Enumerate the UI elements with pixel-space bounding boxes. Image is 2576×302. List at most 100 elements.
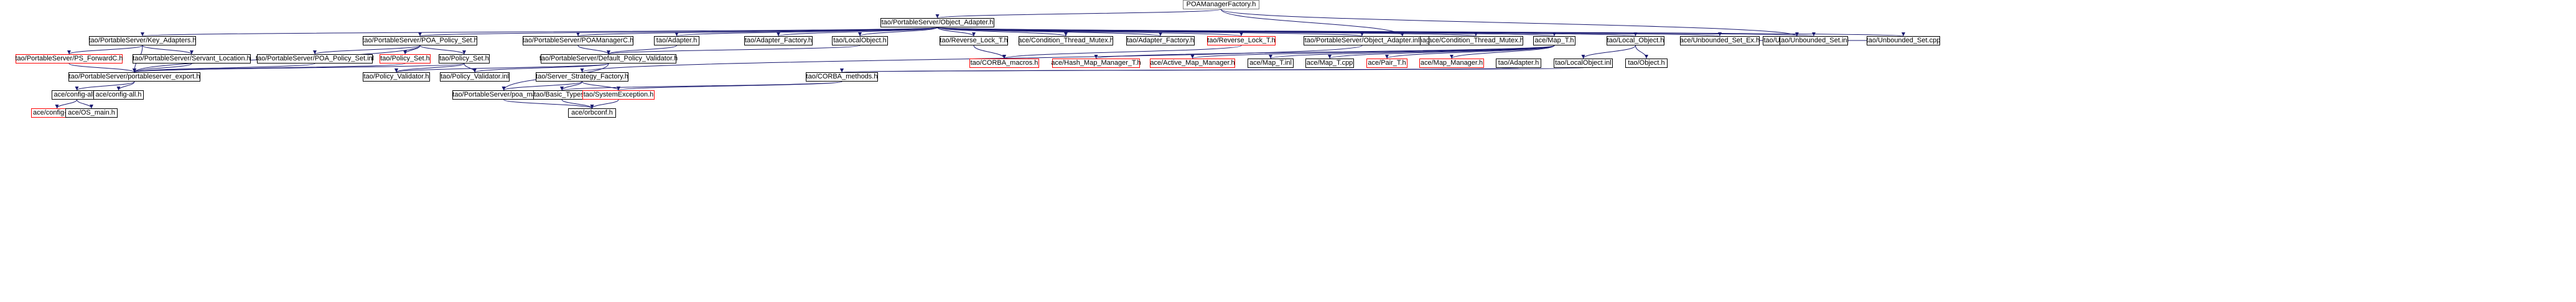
graph-node[interactable]: ace/Map_T.cpp	[1305, 59, 1354, 68]
graph-edge	[418, 27, 938, 37]
graph-edge	[77, 99, 93, 109]
graph-node[interactable]: tao/Local_Object.h	[1607, 36, 1664, 45]
graph-node[interactable]: tao/Policy_Set.h	[380, 54, 431, 64]
graph-edge	[68, 63, 136, 73]
graph-edge	[1328, 45, 1555, 59]
graph-node[interactable]: ace/Map_T.h	[1533, 36, 1575, 45]
graph-node[interactable]: POAManagerFactory.h	[1183, 0, 1259, 9]
graph-node[interactable]: tao/CORBA_methods.h	[806, 72, 878, 82]
graph-node[interactable]: tao/PortableServer/POA_Policy_Set.inl	[255, 54, 375, 64]
graph-node[interactable]: tao/PortableServer/Default_Policy_Valida…	[539, 54, 678, 64]
graph-node[interactable]: ace/Active_Map_Manager.h	[1150, 59, 1235, 68]
graph-edge	[1002, 45, 1242, 59]
graph-edge	[133, 63, 315, 73]
graph-node[interactable]: ace/Map_T.inl	[1248, 59, 1294, 68]
graph-edge	[582, 81, 620, 91]
graph-edge	[133, 63, 406, 73]
graph-edge	[937, 27, 1905, 37]
graph-node[interactable]: tao/SystemException.h	[582, 90, 655, 100]
graph-node[interactable]: tao/Adapter.h	[654, 36, 699, 45]
graph-edge	[937, 27, 1162, 37]
graph-node[interactable]: tao/Adapter.h	[1496, 59, 1541, 68]
graph-node[interactable]: tao/Adapter_Factory.h	[744, 36, 813, 45]
graph-edge	[607, 45, 861, 55]
graph-edge	[674, 27, 938, 37]
graph-node[interactable]: ace/Condition_Thread_Mutex.h	[1428, 36, 1524, 45]
graph-edge	[1094, 45, 1555, 59]
graph-edge	[67, 45, 143, 55]
graph-edge	[561, 99, 594, 109]
graph-edge	[937, 27, 1243, 37]
graph-node[interactable]: ace/Hash_Map_Manager_T.h	[1051, 59, 1141, 68]
graph-node[interactable]: tao/Reverse_Lock_T.h	[940, 36, 1008, 45]
graph-edge	[858, 27, 938, 37]
graph-edge	[937, 27, 1556, 37]
graph-edge	[1450, 45, 1555, 59]
graph-edge	[394, 63, 465, 73]
graph-node[interactable]: ace/Map_Manager.h	[1419, 59, 1484, 68]
graph-node[interactable]: tao/PortableServer/Key_Adapters.h	[88, 36, 197, 45]
graph-edge	[937, 27, 1637, 37]
graph-node[interactable]: tao/Reverse_Lock_T.h	[1207, 36, 1276, 45]
graph-edge	[1269, 45, 1555, 59]
graph-edge	[142, 45, 194, 55]
graph-edge	[590, 99, 619, 109]
graph-node[interactable]: ace/Unbounded_Set_Ex.h	[1679, 36, 1760, 45]
graph-node[interactable]: tao/Server_Strategy_Factory.h	[536, 72, 628, 82]
graph-edge	[473, 63, 609, 73]
graph-node[interactable]: ace/Pair_T.h	[1366, 59, 1407, 68]
graph-node[interactable]: tao/Policy_Validator.inl	[440, 72, 510, 82]
graph-edge	[937, 27, 1815, 37]
graph-edge	[403, 45, 421, 55]
graph-node[interactable]: tao/CORBA_macros.h	[969, 59, 1039, 68]
graph-node[interactable]: ace/config-all.h	[93, 90, 144, 100]
graph-node[interactable]: tao/PortableServer/PS_ForwardC.h	[15, 54, 123, 64]
graph-node[interactable]: tao/PortableServer/Object_Adapter.h	[880, 18, 994, 27]
graph-edge	[841, 67, 1519, 73]
graph-node[interactable]: tao/PortableServer/Servant_Location.h	[133, 54, 251, 64]
graph-node[interactable]: tao/PortableServer/poa_macros.h	[452, 90, 555, 100]
graph-edge	[935, 9, 1221, 19]
graph-edge	[419, 45, 466, 55]
graph-edge	[1221, 9, 1404, 37]
graph-node[interactable]: tao/Unbounded_Set.inl	[1779, 36, 1849, 45]
graph-edge	[464, 63, 477, 73]
graph-edge	[617, 81, 842, 91]
graph-node[interactable]: tao/PortableServer/POA_Policy_Set.h	[362, 36, 478, 45]
graph-edge	[937, 27, 1721, 37]
graph-edge	[313, 45, 421, 55]
graph-edge	[937, 27, 1068, 37]
graph-node[interactable]: tao/Adapter_Factory.h	[1126, 36, 1195, 45]
graph-edge	[1221, 9, 1799, 37]
graph-node[interactable]: tao/Policy_Set.h	[439, 54, 490, 64]
graph-edge	[973, 45, 1006, 59]
graph-edge	[937, 27, 1478, 37]
graph-node[interactable]: ace/OS_main.h	[65, 108, 118, 118]
graph-edge	[1581, 45, 1636, 59]
graph-edge	[133, 63, 192, 73]
graph-node[interactable]: tao/PortableServer/POAManagerC.h	[522, 36, 634, 45]
graph-edge	[141, 27, 938, 37]
graph-edge	[576, 27, 938, 37]
graph-edge	[937, 27, 976, 37]
graph-edge	[1635, 45, 1648, 59]
graph-edge	[116, 81, 135, 91]
graph-node[interactable]: tao/Policy_Validator.h	[363, 72, 430, 82]
graph-node[interactable]: tao/Unbounded_Set.cpp	[1866, 36, 1941, 45]
graph-edge	[55, 99, 77, 109]
graph-edge	[502, 81, 582, 91]
graph-edge	[1385, 45, 1555, 59]
graph-edge	[777, 27, 938, 37]
graph-node[interactable]: ace/orbconf.h	[568, 108, 616, 118]
graph-edge	[1190, 45, 1555, 59]
graph-node[interactable]: tao/LocalObject.inl	[1554, 59, 1613, 68]
graph-node[interactable]: tao/PortableServer/Object_Adapter.inl	[1304, 36, 1421, 45]
graph-node[interactable]: ace/Condition_Thread_Mutex.h	[1018, 36, 1114, 45]
graph-node[interactable]: tao/Object.h	[1625, 59, 1668, 68]
graph-edge	[841, 67, 1584, 73]
graph-edge	[503, 99, 594, 109]
graph-edge	[560, 81, 582, 91]
graph-node[interactable]: tao/PortableServer/portableserver_export…	[68, 72, 200, 82]
graph-node[interactable]: tao/LocalObject.h	[832, 36, 888, 45]
